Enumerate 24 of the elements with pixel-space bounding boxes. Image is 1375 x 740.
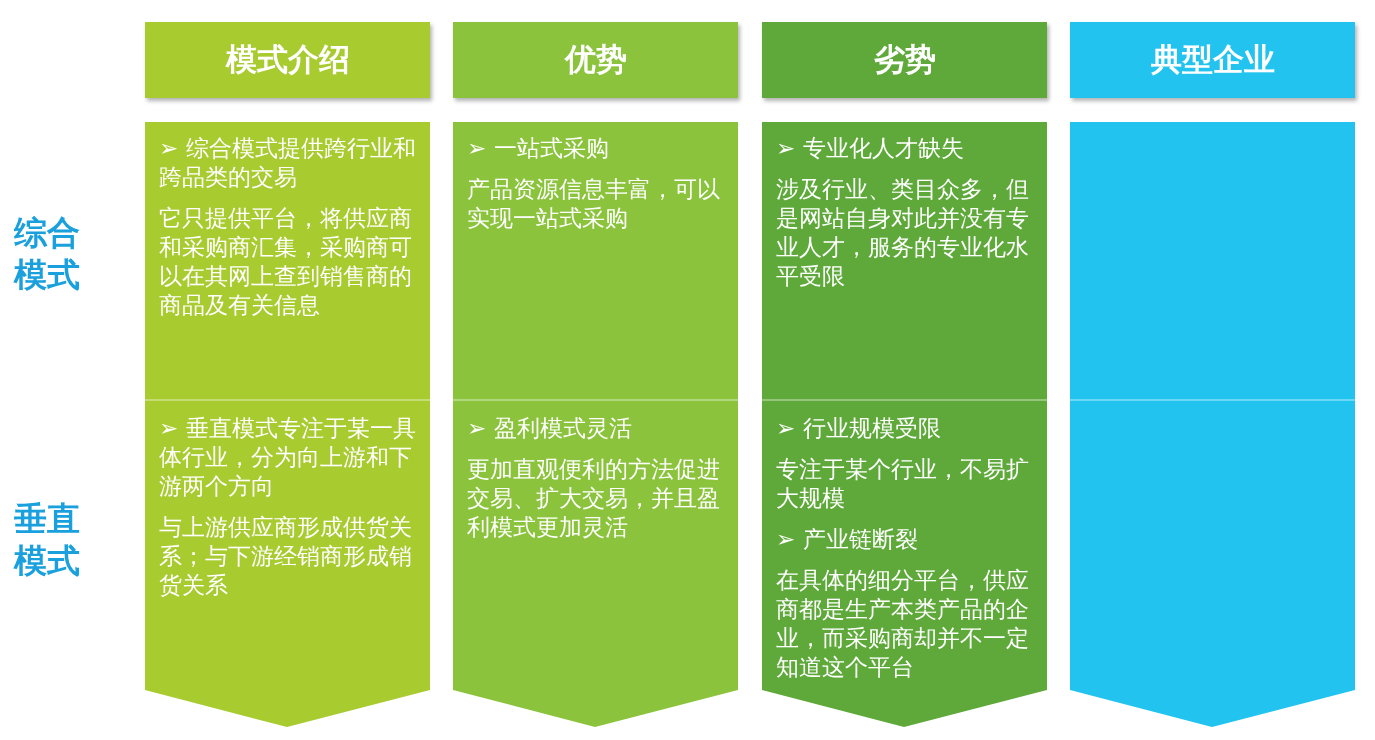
cell-text: 在具体的细分平台，供应商都是生产本类产品的企业，而采购商却并不一定知道这个平台 bbox=[776, 566, 1030, 682]
column-header: 优势 bbox=[453, 22, 738, 98]
cell-text: 专注于某个行业，不易扩大规模 bbox=[776, 455, 1030, 513]
cell-text: 产品资源信息丰富，可以实现一站式采购 bbox=[467, 175, 721, 233]
cell-text: 与上游供应商形成供货关系；与下游经销商形成销货关系 bbox=[159, 513, 413, 600]
cell-text: ➢ 综合模式提供跨行业和跨品类的交易 bbox=[159, 134, 417, 192]
cell-text: ➢ 专业化人才缺失 bbox=[776, 134, 965, 163]
column-header: 劣势 bbox=[762, 22, 1047, 98]
column-band bbox=[1070, 122, 1355, 727]
row-label: 综合模式 bbox=[14, 212, 81, 296]
cell-text: ➢ 垂直模式专注于某一具体行业，分为向上游和下游两个方向 bbox=[159, 414, 417, 501]
column-band bbox=[453, 122, 738, 727]
cell-text: 涉及行业、类目众多，但是网站自身对此并没有专业人才，服务的专业化水平受限 bbox=[776, 175, 1030, 291]
column-header: 典型企业 bbox=[1070, 22, 1355, 98]
cell-text: 更加直观便利的方法促进交易、扩大交易，并且盈利模式更加灵活 bbox=[467, 455, 721, 542]
column-band bbox=[762, 122, 1047, 727]
cell-text: ➢ 盈利模式灵活 bbox=[467, 414, 633, 443]
column-header: 模式介绍 bbox=[145, 22, 430, 98]
cell-text: 它只提供平台，将供应商和采购商汇集，采购商可以在其网上查到销售商的商品及有关信息 bbox=[159, 204, 413, 320]
row-label: 垂直模式 bbox=[14, 498, 81, 582]
cell-text: ➢ 行业规模受限 bbox=[776, 414, 942, 443]
cell-text: ➢ 一站式采购 bbox=[467, 134, 610, 163]
column-band bbox=[145, 122, 430, 727]
cell-text: ➢ 产业链断裂 bbox=[776, 525, 919, 554]
